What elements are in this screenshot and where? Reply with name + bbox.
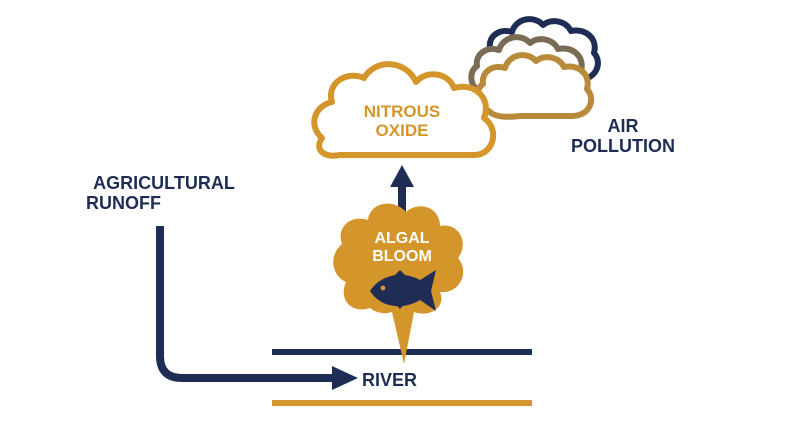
runoff-arrowhead bbox=[332, 366, 358, 390]
algal-bloom-line1: ALGAL bbox=[374, 230, 430, 247]
air-pollution-label: AIR POLLUTION bbox=[558, 116, 688, 157]
fish-icon bbox=[370, 270, 436, 311]
river-label: RIVER bbox=[362, 370, 442, 390]
nitrous-oxide-line2: OXIDE bbox=[375, 121, 429, 141]
nitrous-oxide-cloud bbox=[311, 61, 496, 159]
nitrous-oxide-label: NITROUS OXIDE bbox=[340, 102, 464, 140]
agricultural-runoff-line2: RUNOFF bbox=[86, 193, 161, 214]
air-pollution-line2: POLLUTION bbox=[571, 136, 675, 157]
nitrous-oxide-line1: NITROUS bbox=[363, 102, 441, 121]
agricultural-runoff-line1: AGRICULTURAL bbox=[93, 173, 235, 193]
algal-bloom-label: ALGAL BLOOM bbox=[354, 230, 450, 266]
runoff-connector-line bbox=[156, 226, 336, 382]
algal-bloom-line2: BLOOM bbox=[372, 248, 432, 266]
smoke-cloud-front bbox=[474, 52, 594, 120]
air-pollution-line1: AIR bbox=[607, 116, 639, 136]
arrow-bloom-to-oxide bbox=[390, 165, 414, 212]
smoke-cloud-icon bbox=[468, 16, 601, 120]
agricultural-runoff-label: AGRICULTURAL RUNOFF bbox=[72, 173, 256, 214]
river-label-text: RIVER bbox=[362, 370, 418, 390]
